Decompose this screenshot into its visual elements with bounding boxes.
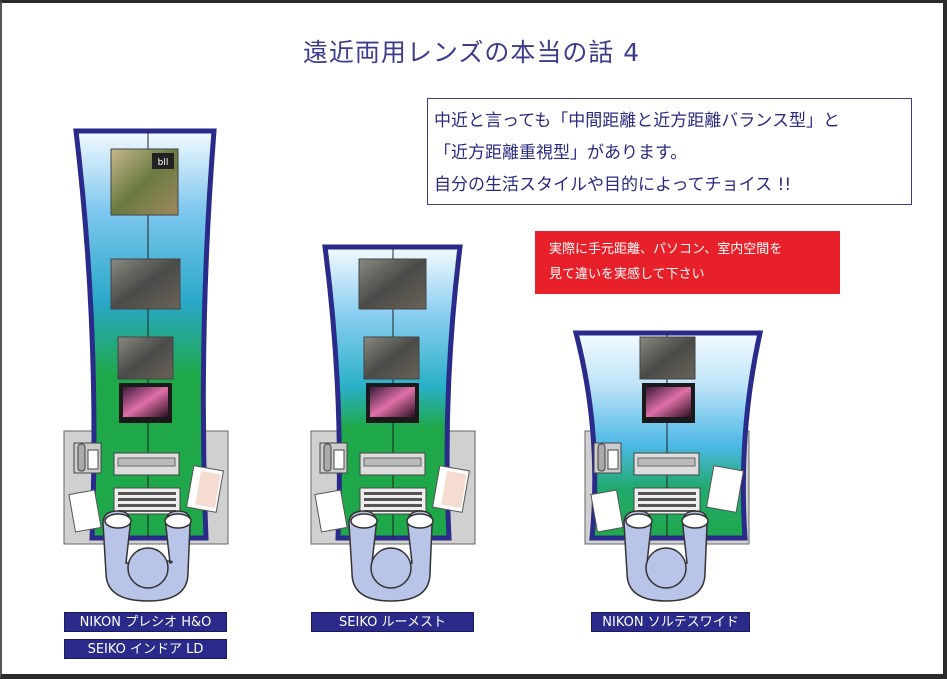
notice-line: 実際に手元距離、パソコン、室内空間を [549, 242, 783, 257]
info-line: 「近方距離重視型」があります。 [434, 143, 688, 163]
notice-line: 見て違いを実感して下さい [549, 267, 705, 282]
lens-label: SEIKO ルーメスト [311, 612, 474, 632]
info-line: 自分の生活スタイルや目的によってチョイス !! [434, 175, 792, 195]
page-title: 遠近両用レンズの本当の話 4 [302, 38, 641, 67]
person-icon [102, 510, 192, 602]
lens-diagrams: bll [63, 128, 764, 602]
lens-diagram-1: bll [63, 128, 229, 602]
notice-box: 実際に手元距離、パソコン、室内空間を 見て違いを実感して下さい [535, 231, 840, 294]
lens-diagram-2 [310, 244, 476, 602]
photo-meeting [358, 258, 427, 310]
info-line: 中近と言っても「中間距離と近方距離バランス型」と [434, 111, 840, 131]
lens-label: SEIKO インドア LD [64, 639, 227, 659]
photo-meeting [110, 258, 181, 310]
svg-text:bll: bll [158, 158, 169, 168]
lens-zone [73, 128, 217, 541]
document-icon [706, 465, 744, 513]
document-icon [590, 489, 624, 533]
photo-desk [639, 336, 696, 380]
document-icon [68, 489, 102, 533]
photo-desk [363, 336, 420, 380]
photo-desk [117, 336, 174, 380]
person-icon [623, 510, 709, 602]
document-icon [314, 489, 348, 533]
lens-diagram-3 [572, 330, 764, 602]
lens-label: NIKON ソルテスワイド [591, 612, 750, 632]
info-box: 中近と言っても「中間距離と近方距離バランス型」と 「近方距離重視型」があります。… [427, 98, 912, 205]
lens-label: NIKON プレシオ H&O [64, 612, 227, 632]
person-icon [348, 510, 434, 602]
